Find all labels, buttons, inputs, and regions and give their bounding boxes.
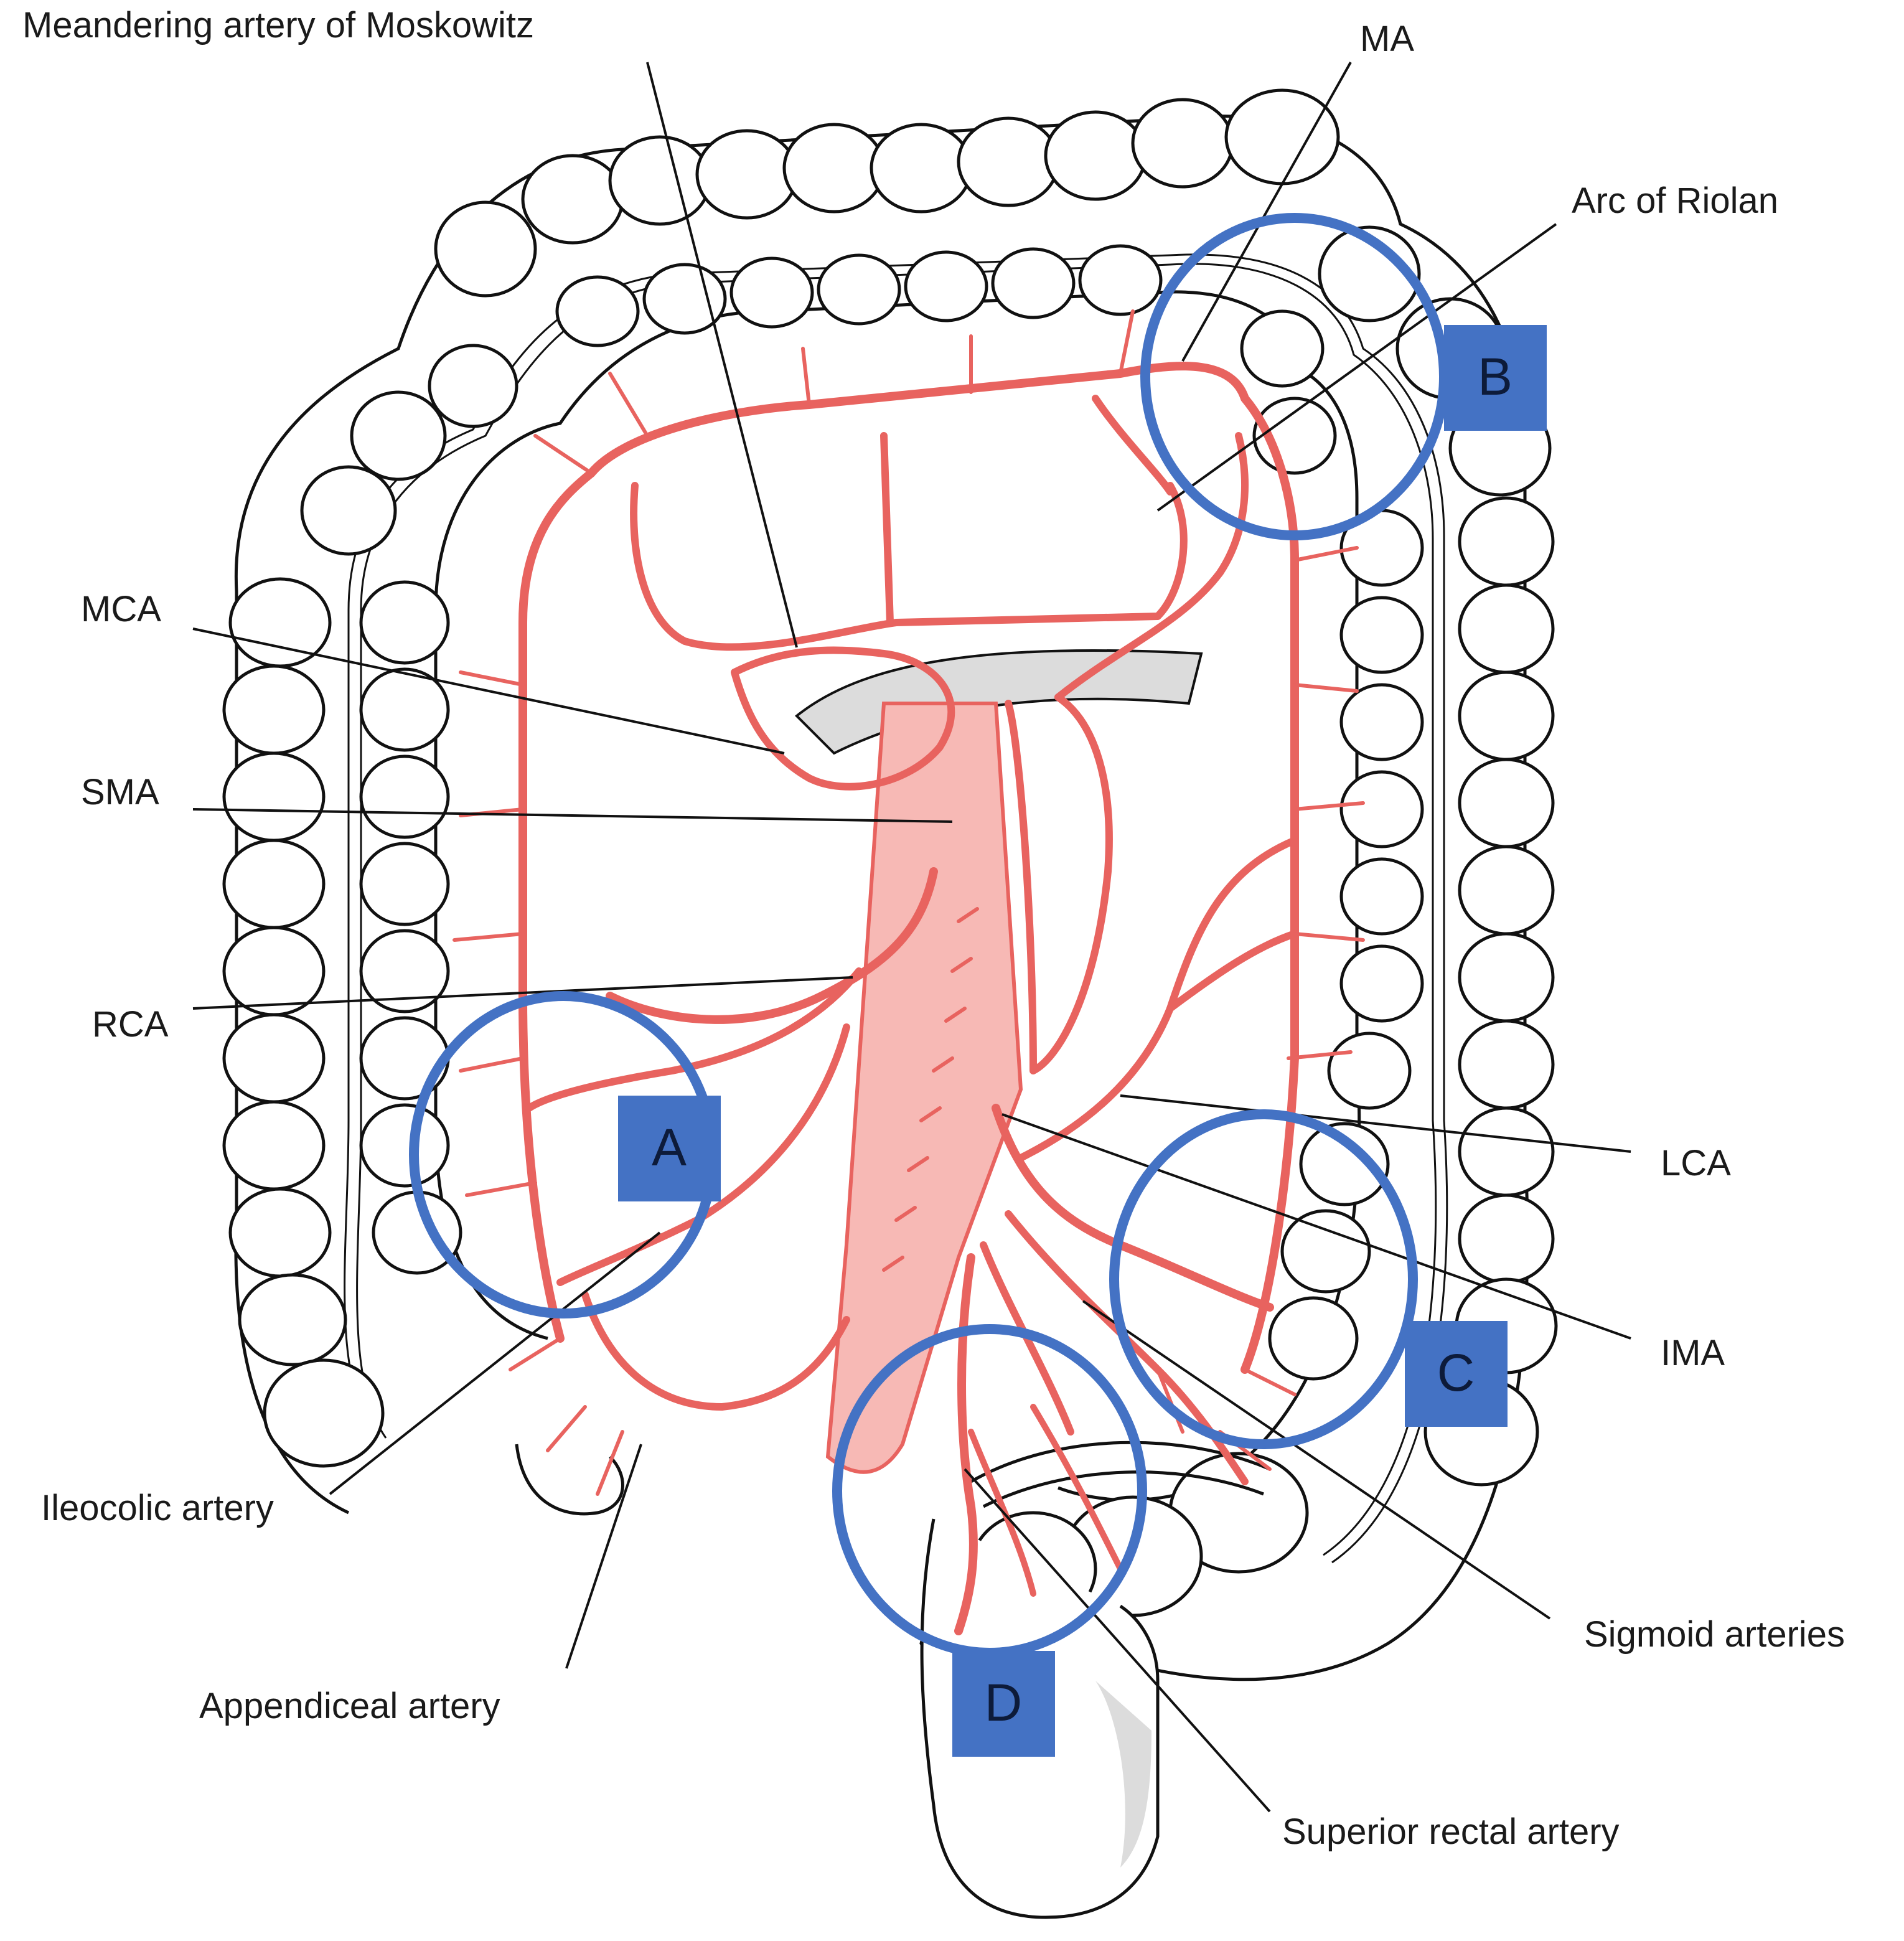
lca-branch-2 — [1166, 930, 1298, 1012]
meandering-artery — [1005, 693, 1113, 1074]
mesentery-band-2 — [356, 263, 1437, 1556]
label-ileocolic-artery: Ileocolic artery — [41, 1488, 274, 1528]
inner-arcade — [630, 482, 1188, 651]
rca-branch — [525, 967, 863, 1112]
rectal-branch-3 — [1030, 1404, 1123, 1572]
haustra-transverse — [434, 88, 1340, 347]
ileal-loop — [581, 1291, 850, 1411]
zone-a-box — [618, 1096, 721, 1201]
riolan-arc — [1054, 432, 1249, 701]
haustra-descending — [1240, 225, 1558, 1487]
haustra-ascending — [222, 344, 518, 1468]
label-ima: IMA — [1661, 1333, 1725, 1373]
label-sigmoid-arteries: Sigmoid arteries — [1584, 1614, 1845, 1655]
zone-d-box — [952, 1651, 1055, 1757]
zone-c-box — [1405, 1321, 1508, 1427]
label-appendiceal-artery: Appendiceal artery — [199, 1686, 500, 1726]
zone-c: C — [1109, 1109, 1508, 1449]
superior-rectal — [954, 1253, 978, 1635]
arcade-vertical-1 — [880, 432, 894, 626]
zone-d: D — [832, 1324, 1147, 1757]
vasa-recta — [453, 309, 1365, 1496]
ileocolic-branch — [556, 1023, 850, 1286]
label-superior-rectal-artery: Superior rectal artery — [1282, 1812, 1620, 1852]
mesentery-band — [344, 253, 1448, 1564]
middle-colic-arcade — [731, 646, 955, 791]
marginal-artery — [518, 362, 1299, 1374]
arcade-vertical-2 — [1092, 395, 1174, 496]
zone-d-letter: D — [985, 1673, 1023, 1732]
zone-b: B — [1140, 213, 1547, 540]
label-ma: MA — [1360, 19, 1414, 59]
cecum-appendix — [515, 1444, 624, 1516]
label-arc-of-riolan: Arc of Riolan — [1572, 181, 1778, 221]
sma-branch — [606, 867, 938, 1024]
sigmoid-branch-1 — [1005, 1210, 1249, 1485]
label-meandering-artery: Meandering artery of Moskowitz — [22, 5, 534, 45]
zone-b-letter: B — [1478, 347, 1512, 406]
arterial-network — [453, 309, 1365, 1635]
zone-c-ring — [1109, 1109, 1418, 1449]
label-lca: LCA — [1661, 1143, 1731, 1183]
zone-c-letter: C — [1437, 1343, 1475, 1402]
label-mca: MCA — [81, 589, 161, 629]
rectum-shade — [1095, 1681, 1151, 1868]
aortic-sprouts — [882, 907, 979, 1272]
zone-a-letter: A — [652, 1118, 687, 1177]
zone-b-box — [1444, 325, 1547, 431]
aorta — [825, 702, 1023, 1474]
zone-a: A — [409, 991, 721, 1318]
label-rca: RCA — [92, 1004, 169, 1045]
label-sma: SMA — [81, 772, 159, 812]
leader-lines — [192, 62, 1631, 1813]
